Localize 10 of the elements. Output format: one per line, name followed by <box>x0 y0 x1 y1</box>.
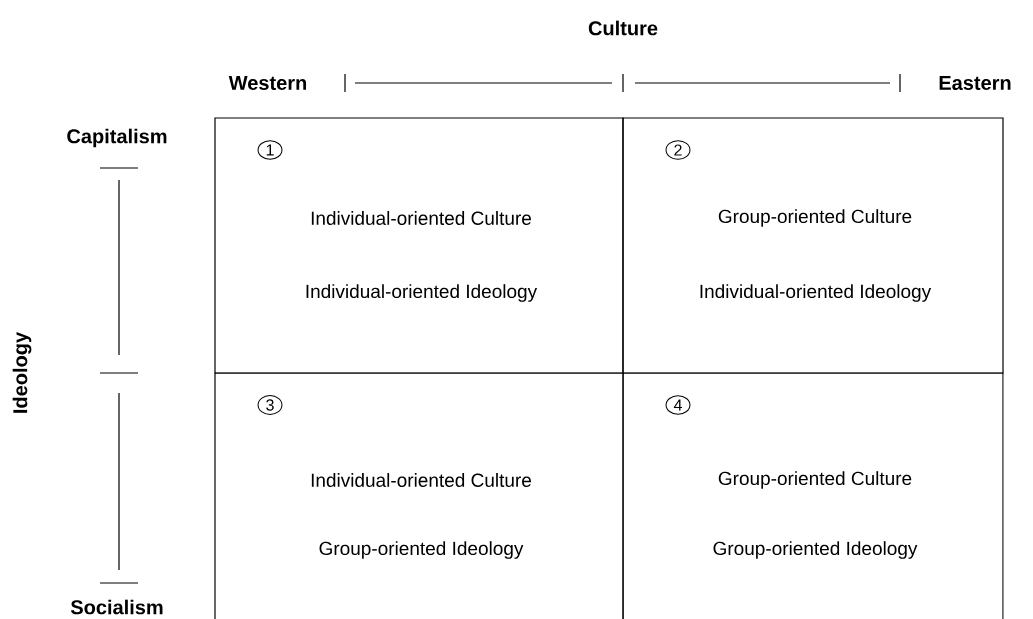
axis-title: Culture <box>588 20 658 36</box>
axis-label: Capitalism <box>67 128 167 148</box>
quadrant-cell: 4 Group-oriented Culture Group-oriented Ideology <box>622 372 1004 619</box>
axis-label: Eastern <box>939 76 1011 90</box>
quadrant-cell: 2 Group-oriented Culture Individual-oriented Ideology <box>622 117 1004 374</box>
quadrant-cell: 3 Individual-oriented Culture Group-oriented Ideology <box>214 372 624 619</box>
axis-label: Socialism <box>70 599 163 615</box>
axis-label: Western <box>228 76 307 90</box>
quadrant-cell: 1 Individual-oriented Culture Individual-oriented Ideology <box>214 117 624 374</box>
axis-label: Ideology <box>12 332 32 413</box>
